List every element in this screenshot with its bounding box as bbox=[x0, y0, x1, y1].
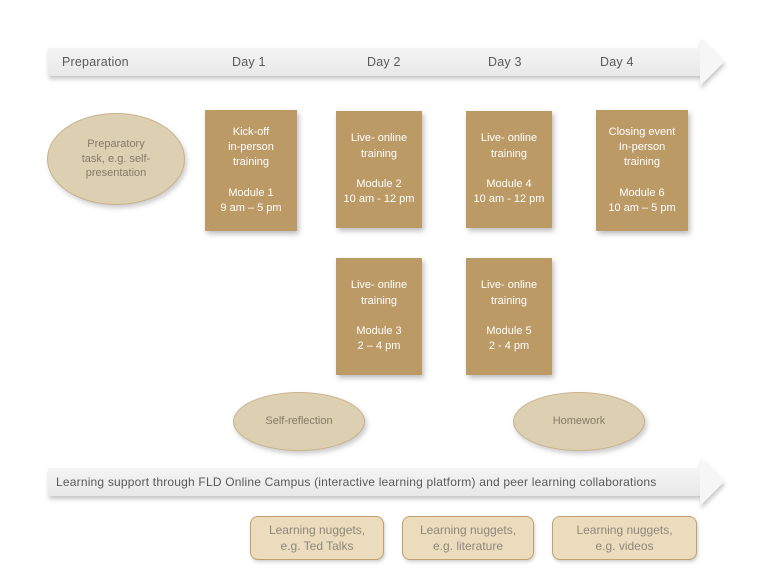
module-card-4: Live- online training Module 4 10 am - 1… bbox=[466, 111, 552, 228]
module-time: 2 – 4 pm bbox=[357, 340, 401, 353]
timeline-label-day3: Day 3 bbox=[488, 55, 522, 69]
module-time: 10 am - 12 pm bbox=[343, 193, 415, 206]
module-card-2: Live- online training Module 2 10 am - 1… bbox=[336, 111, 422, 228]
module-card-1: Kick-off in-person training Module 1 9 a… bbox=[205, 110, 297, 231]
module-number: Module 6 bbox=[619, 186, 665, 199]
module-title: Live- online training bbox=[480, 132, 538, 160]
timeline-label-day2: Day 2 bbox=[367, 55, 401, 69]
module-card-5: Live- online training Module 5 2 - 4 pm bbox=[466, 258, 552, 375]
module-time: 10 am - 12 pm bbox=[473, 193, 545, 206]
module-card-3: Live- online training Module 3 2 – 4 pm bbox=[336, 258, 422, 375]
module-number: Module 5 bbox=[486, 325, 532, 337]
module-title: Live- online training bbox=[480, 279, 538, 307]
module-number: Module 4 bbox=[486, 178, 532, 190]
support-arrow-shape bbox=[48, 458, 724, 506]
arrow-right-icon bbox=[48, 38, 724, 86]
module-card-6: Closing event In-person training Module … bbox=[596, 110, 688, 231]
module-title: Live- online training bbox=[350, 132, 408, 160]
self-reflection-ellipse: Self-reflection bbox=[233, 392, 365, 451]
timeline-label-day1: Day 1 bbox=[232, 55, 266, 69]
homework-ellipse: Homework bbox=[513, 392, 645, 451]
module-number: Module 1 bbox=[228, 186, 274, 199]
nugget-box-videos: Learning nuggets, e.g. videos bbox=[552, 516, 697, 560]
module-title: Closing event In-person training bbox=[608, 125, 676, 169]
arrow-right-icon bbox=[48, 458, 724, 506]
prep-task-ellipse: Preparatory task, e.g. self- presentatio… bbox=[47, 113, 185, 205]
nugget-box-literature: Learning nuggets, e.g. literature bbox=[402, 516, 534, 560]
timeline-label-preparation: Preparation bbox=[62, 55, 129, 69]
timeline-arrow-shape bbox=[48, 38, 724, 86]
timeline-label-day4: Day 4 bbox=[600, 55, 634, 69]
module-time: 2 - 4 pm bbox=[488, 340, 530, 353]
module-time: 10 am – 5 pm bbox=[608, 202, 676, 215]
nugget-box-ted-talks: Learning nuggets, e.g. Ted Talks bbox=[250, 516, 384, 560]
module-time: 9 am – 5 pm bbox=[220, 202, 282, 215]
module-number: Module 3 bbox=[356, 325, 402, 337]
module-title: Kick-off in-person training bbox=[228, 125, 274, 169]
support-banner-text: Learning support through FLD Online Camp… bbox=[56, 475, 657, 489]
module-title: Live- online training bbox=[350, 279, 408, 307]
module-number: Module 2 bbox=[356, 178, 402, 190]
